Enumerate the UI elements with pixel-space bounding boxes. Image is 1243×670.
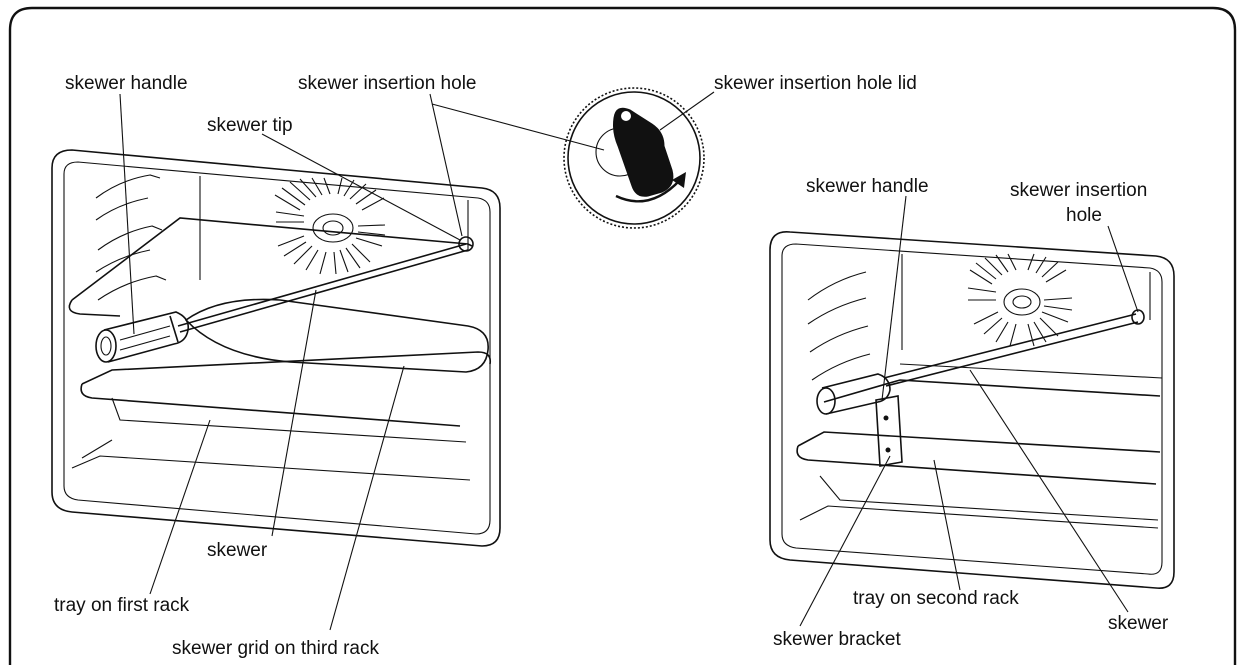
label-right-skewer-handle: skewer handle (806, 176, 929, 197)
label-left-skewer-tip: skewer tip (207, 115, 293, 136)
label-left-tray-on-first-rack: tray on first rack (54, 595, 190, 616)
outer-frame (8, 6, 1237, 665)
label-right-skewer-insertion-hole-line1: skewer insertion (1010, 180, 1147, 201)
left-oven-fan (274, 177, 386, 275)
label-right-skewer-insertion-hole-line2: hole (1066, 205, 1102, 226)
right-oven-illustration (769, 231, 1175, 589)
label-left-skewer-grid-on-third-rack: skewer grid on third rack (172, 638, 379, 659)
insertion-hole-lid-inset (563, 87, 705, 229)
label-right-tray-on-second-rack: tray on second rack (853, 588, 1019, 609)
label-right-skewer: skewer (1108, 613, 1169, 634)
label-left-skewer: skewer (207, 540, 268, 561)
lid-tab-icon (613, 107, 674, 197)
leader-lines (119, 91, 1139, 631)
left-oven-illustration (51, 149, 501, 547)
label-left-skewer-handle: skewer handle (65, 73, 188, 94)
right-oven-fan (967, 253, 1073, 347)
label-left-skewer-insertion-hole: skewer insertion hole (298, 73, 476, 94)
label-right-skewer-bracket: skewer bracket (773, 629, 901, 650)
label-inset-skewer-insertion-hole-lid: skewer insertion hole lid (714, 73, 917, 94)
rotate-arrow-icon (615, 179, 681, 203)
